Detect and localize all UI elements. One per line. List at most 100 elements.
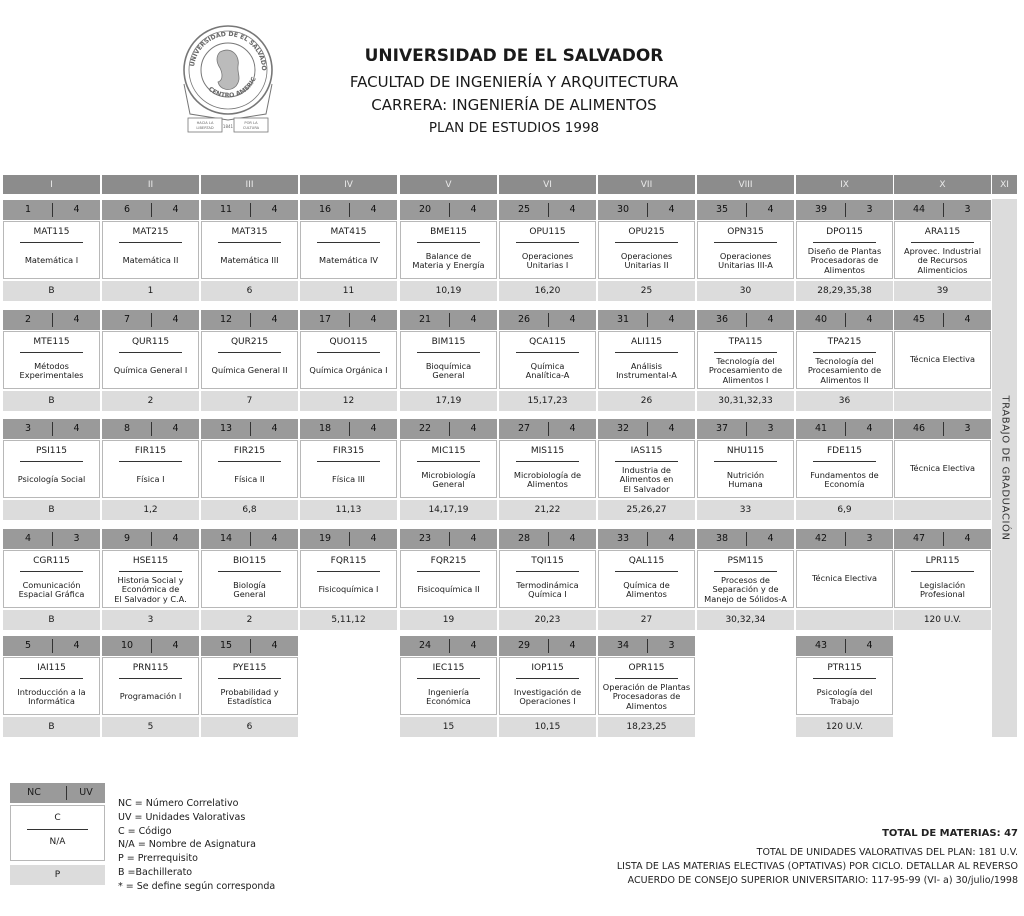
legend-code: C — [54, 813, 61, 823]
course-header-divider — [349, 422, 350, 436]
course-name: Programación I — [119, 691, 182, 702]
course-prerequisite: 14,17,19 — [400, 500, 497, 520]
course-prerequisite: 28,29,35,38 — [796, 281, 893, 301]
legend-divider — [66, 786, 67, 800]
course-name: Procesos de Separación y de Manejo de Só… — [704, 574, 787, 604]
course-prerequisite: 27 — [598, 610, 695, 630]
course-name: Química Orgánica I — [309, 365, 388, 376]
cycle-header-III: III — [201, 175, 298, 194]
course-uv: 4 — [569, 423, 576, 434]
course-uv: 4 — [569, 640, 576, 651]
course-name: Biología General — [233, 579, 266, 599]
course-number: 10 — [120, 640, 134, 651]
course-uv: 4 — [271, 423, 278, 434]
course-uv: 4 — [370, 314, 377, 325]
course-name: Técnica Electiva — [909, 354, 976, 365]
course-code: FQR115 — [330, 556, 367, 566]
career-title: CARRERA: INGENIERÍA DE ALIMENTOS — [371, 96, 657, 114]
course-header: 29 4 — [499, 636, 596, 656]
course-uv: 4 — [767, 314, 774, 325]
course-code: PTR115 — [827, 663, 862, 673]
course-prerequisite — [796, 610, 893, 630]
course-header-divider — [943, 313, 944, 327]
course-uv: 4 — [964, 533, 971, 544]
cycle-header-I: I — [3, 175, 100, 194]
course-number: 29 — [517, 640, 531, 651]
course-code-underline — [20, 242, 83, 243]
course-uv: 4 — [866, 423, 873, 434]
course-uv: 4 — [866, 314, 873, 325]
course-prerequisite: 5 — [102, 717, 199, 737]
course-uv: 4 — [370, 533, 377, 544]
course-code: FIR315 — [332, 446, 365, 456]
course-number: 16 — [318, 204, 332, 215]
course-prerequisite: 7 — [201, 391, 298, 411]
course-uv: 4 — [668, 533, 675, 544]
course-name: Química Analítica-A — [525, 360, 570, 380]
course-code: OPR115 — [628, 663, 665, 673]
course-code-underline — [218, 678, 281, 679]
course-prerequisite: 1 — [102, 281, 199, 301]
course-header-divider — [647, 422, 648, 436]
course-header-divider — [449, 422, 450, 436]
course-number: 34 — [616, 640, 630, 651]
cycle-header-X: X — [894, 175, 991, 194]
course-header-divider — [845, 532, 846, 546]
course-code: LPR115 — [925, 556, 960, 566]
course-prerequisite: 120 U.V. — [894, 610, 991, 630]
course-header-divider — [449, 639, 450, 653]
course-name: Química General I — [113, 365, 188, 376]
course-name: Historia Social y Económica de El Salvad… — [114, 574, 187, 604]
course-code: MIC115 — [431, 446, 466, 456]
thesis-label: TRABAJO DE GRADUACIÓN — [999, 395, 1010, 541]
course-number: 25 — [517, 204, 531, 215]
course-code-underline — [911, 242, 974, 243]
course-code-underline — [119, 571, 182, 572]
course-name: Química General II — [211, 365, 288, 376]
course-header: 19 4 — [300, 529, 397, 549]
course-name: Introducción a la Informática — [17, 686, 86, 706]
course-number: 45 — [912, 314, 926, 325]
course-number: 42 — [814, 533, 828, 544]
course-header-divider — [647, 203, 648, 217]
course-uv: 4 — [668, 423, 675, 434]
course-name: Fundamentos de Economía — [810, 469, 879, 489]
course-prerequisite: 39 — [894, 281, 991, 301]
course-number: 19 — [318, 533, 332, 544]
course-number: 2 — [24, 314, 32, 325]
course-uv: 3 — [668, 640, 675, 651]
cycle-header-VII: VII — [598, 175, 695, 194]
course-code-underline — [615, 461, 678, 462]
course-uv: 4 — [569, 533, 576, 544]
course-code-underline — [20, 678, 83, 679]
course-uv: 4 — [73, 423, 80, 434]
course-header-divider — [250, 203, 251, 217]
legend-line: NC = Número Correlativo — [118, 798, 239, 809]
course-prerequisite: 11,13 — [300, 500, 397, 520]
plan-title: PLAN DE ESTUDIOS 1998 — [428, 120, 600, 136]
course-header-divider — [151, 313, 152, 327]
